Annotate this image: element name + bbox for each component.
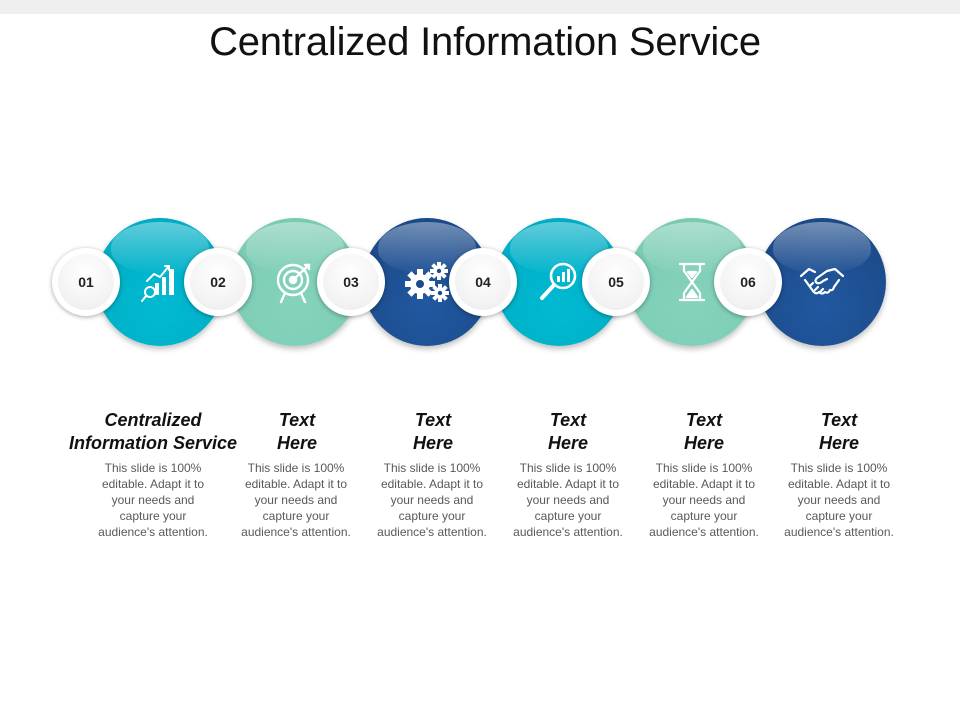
step-number: 05 [588, 254, 644, 310]
step-1-number-badge: 01 [52, 248, 120, 316]
step-number: 02 [190, 254, 246, 310]
slide-title: Centralized Information Service [209, 20, 761, 64]
step-1-heading: Centralized Information Service [68, 410, 238, 453]
handshake-icon [799, 267, 845, 295]
step-number: 04 [455, 254, 511, 310]
chart-magnifier-icon [141, 265, 174, 302]
target-icon [276, 263, 311, 304]
step-number: 03 [323, 254, 379, 310]
top-bar [0, 0, 960, 14]
gears-icon [405, 262, 449, 302]
search-chart-icon [540, 262, 577, 300]
step-6-circle [758, 218, 886, 346]
step-2-number-badge: 02 [184, 248, 252, 316]
step-4-number-badge: 04 [449, 248, 517, 316]
hourglass-icon [678, 262, 706, 302]
step-6-heading: Text Here [818, 410, 860, 453]
step-3-heading: Text Here [412, 410, 454, 453]
step-number: 01 [58, 254, 114, 310]
step-5-number-badge: 05 [582, 248, 650, 316]
step-2-heading: Text Here [276, 410, 318, 453]
step-number: 06 [720, 254, 776, 310]
step-5-heading: Text Here [683, 410, 725, 453]
step-3-number-badge: 03 [317, 248, 385, 316]
step-4-heading: Text Here [547, 410, 589, 453]
step-6-number-badge: 06 [714, 248, 782, 316]
